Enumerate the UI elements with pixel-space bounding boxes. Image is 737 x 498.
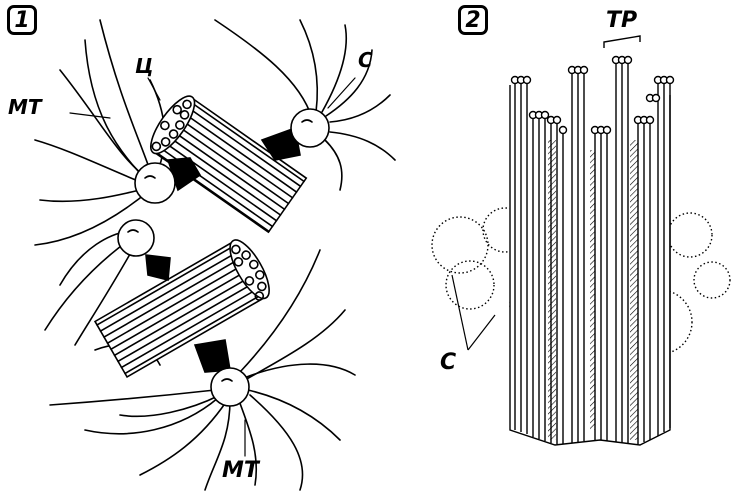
tr-bracket (603, 35, 641, 48)
microtubules-lower (49, 249, 356, 491)
leader-s-right-1 (451, 274, 469, 351)
label-s-top: С (358, 48, 373, 72)
label-mt-bottom: МТ (222, 458, 259, 483)
leader-mt-top (69, 112, 111, 119)
label-ts: Ц (135, 54, 154, 78)
panel-number-2: 2 (458, 5, 488, 35)
leader-s-top (327, 77, 356, 109)
panel-1-drawing (34, 19, 396, 491)
panel-2-drawing (431, 35, 731, 446)
centrosome-spheres (117, 108, 330, 407)
label-tr: ТР (606, 8, 638, 33)
centriole-lower (93, 239, 270, 379)
centriole-upper (150, 95, 308, 234)
leader-s-right-2 (467, 314, 496, 351)
pericentriolar-material (145, 126, 301, 373)
centriole-cylinder (509, 60, 671, 446)
triplet-cross-sections (510, 55, 675, 135)
leader-ts (147, 77, 161, 101)
panel-number-1: 1 (7, 5, 37, 35)
label-mt-top: МТ (8, 95, 42, 119)
label-s-right: С (440, 350, 457, 375)
microtubules-upper-right (214, 19, 396, 191)
